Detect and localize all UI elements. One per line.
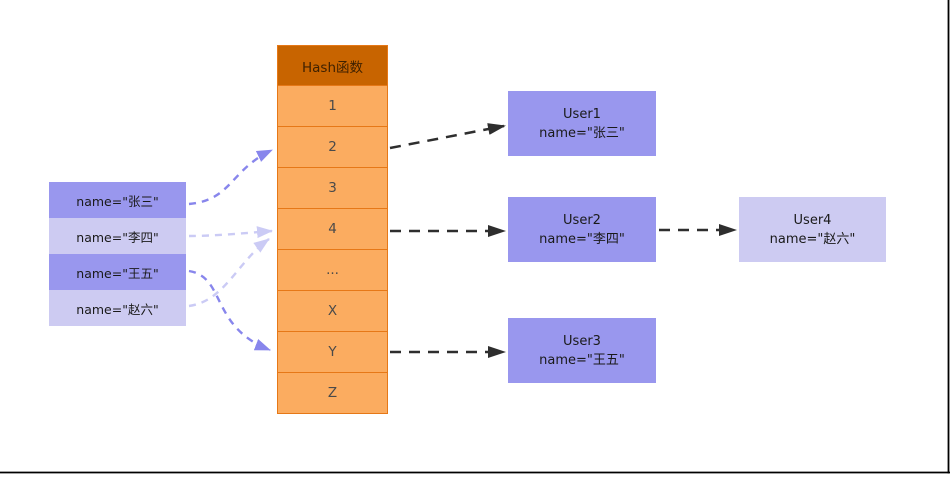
hash-row-3: 3	[277, 168, 388, 209]
user-title: User2	[563, 212, 601, 228]
hash-table-header: Hash函数	[277, 45, 388, 86]
user-node-user4: User4 name="赵六"	[739, 197, 886, 262]
hash-row-x: X	[277, 291, 388, 332]
hash-row-4: 4	[277, 209, 388, 250]
hash-row-1: 1	[277, 86, 388, 127]
input-label: name="王五"	[76, 265, 159, 281]
input-box-zhaoliu: name="赵六"	[49, 290, 186, 326]
input-box-wangwu: name="王五"	[49, 254, 186, 290]
arrow-input-zhaoliu-to-row-4	[188, 238, 270, 308]
hash-row-z: Z	[277, 373, 388, 414]
user-node-user2: User2 name="李四"	[508, 197, 656, 262]
input-box-zhangsan: name="张三"	[49, 182, 186, 218]
arrow-row-2-to-user1	[389, 123, 506, 150]
user-attr: name="赵六"	[769, 231, 856, 247]
hash-table: Hash函数 1 2 3 4 ... X Y Z	[277, 45, 388, 414]
user-title: User1	[563, 106, 601, 122]
user-attr: name="王五"	[539, 352, 625, 368]
user-title: User4	[793, 212, 832, 228]
arrow-input-lisi-to-row-4	[188, 226, 273, 239]
input-label: name="李四"	[76, 229, 159, 245]
user-title: User3	[563, 333, 601, 349]
user-node-user1: User1 name="张三"	[508, 91, 656, 156]
arrow-input-zhangsan-to-row-2	[188, 148, 273, 206]
arrow-input-wangwu-to-row-y	[188, 269, 271, 352]
input-box-lisi: name="李四"	[49, 218, 186, 254]
input-label: name="张三"	[76, 193, 159, 209]
hash-table-title: Hash函数	[301, 59, 363, 76]
input-label: name="赵六"	[76, 301, 159, 317]
hash-row-2: 2	[277, 127, 388, 168]
hash-row-ellipsis: ...	[277, 250, 388, 291]
user-node-user3: User3 name="王五"	[508, 318, 656, 383]
hash-row-y: Y	[277, 332, 388, 373]
user-attr: name="张三"	[539, 125, 625, 141]
user-attr: name="李四"	[539, 231, 625, 247]
